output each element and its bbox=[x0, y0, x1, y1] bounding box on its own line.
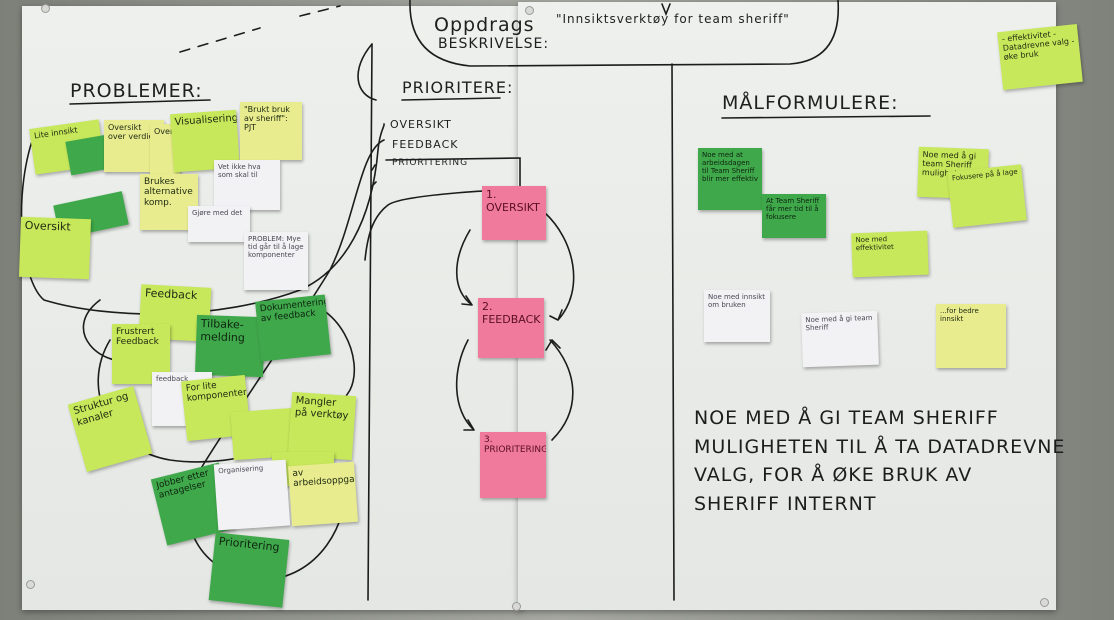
heading-problemer: PROBLEMER: bbox=[70, 80, 203, 102]
pri-label-feedback: FEEDBACK bbox=[392, 138, 459, 151]
note-prioritering: Prioritering bbox=[208, 532, 290, 608]
note-organisering: Organisering bbox=[213, 459, 291, 531]
note-vet-ikke: Vet ikke hva som skal til bbox=[214, 160, 280, 210]
note-goal-arbeidsdagen: Noe med at arbeidsdagen til Team Sheriff… bbox=[698, 148, 762, 210]
pri-label-prioritering: PRIORITERING bbox=[392, 158, 469, 168]
note-priority-prioritering: 3. PRIORITERING bbox=[480, 432, 546, 498]
note-goal-mer-tid: At Team Sheriff får mer tid til å fokuse… bbox=[762, 194, 826, 238]
note-priority-oversikt: 1. OVERSIKT bbox=[482, 186, 546, 240]
note-brukt-bruk: "Brukt bruk av sheriff": PJT bbox=[240, 102, 302, 160]
goal-statement: NOE MED Å GI TEAM SHERIFF MULIGHETEN TIL… bbox=[694, 404, 1065, 518]
title-beskrivelse: BESKRIVELSE: bbox=[438, 36, 550, 52]
statement-line: MULIGHETEN TIL Å TA DATADREVNE bbox=[694, 435, 1066, 458]
note-priority-feedback: 2. FEEDBACK bbox=[478, 298, 544, 358]
pri-label-oversikt: OVERSIKT bbox=[390, 118, 452, 131]
statement-line: SHERIFF INTERNT bbox=[694, 492, 877, 515]
heading-malformulere: MÅLFORMULERE: bbox=[722, 92, 899, 114]
note-goal-effektivitet: Noe med effektivitet bbox=[851, 230, 929, 278]
note-gjore-med: Gjøre med det bbox=[188, 206, 250, 242]
note-problem-komponenter: PROBLEM: Mye tid går til å lage komponen… bbox=[244, 232, 308, 290]
note-corner-summary: - effektivitet - Datadrevne valg - øke b… bbox=[997, 23, 1083, 91]
note-oversikt: Oversikt bbox=[18, 216, 92, 280]
statement-line: NOE MED Å GI TEAM SHERIFF bbox=[694, 407, 999, 429]
note-tilbakemelding: Tilbake-melding bbox=[194, 314, 266, 378]
note-dokumentering-feedback: Dokumentering av feedback bbox=[255, 294, 331, 362]
note-goal-fokusere: Fokusere på å lage bbox=[947, 164, 1027, 228]
pin bbox=[1040, 598, 1049, 607]
note-goal-gi-team: Noe med å gi team Sheriff bbox=[801, 310, 879, 368]
statement-line: VALG, FOR Å ØKE BRUK AV bbox=[694, 464, 973, 486]
note-arbeidsoppgaver: av arbeidsoppgaver bbox=[287, 461, 359, 527]
note-goal-innsikt: Noe med innsikt om bruken bbox=[704, 290, 770, 342]
title-oppdrags: Oppdrags bbox=[434, 14, 535, 36]
pin bbox=[41, 4, 50, 13]
title-quote: "Innsiktsverktøy for team sheriff" bbox=[556, 12, 790, 26]
pin bbox=[512, 602, 521, 611]
pin bbox=[26, 580, 35, 589]
note-goal-bedre-innsikt: ...for bedre innsikt bbox=[936, 304, 1006, 368]
note-mangler-verktoy: Mangler på verktøy bbox=[287, 391, 357, 461]
heading-prioritere: PRIORITERE: bbox=[402, 78, 514, 97]
